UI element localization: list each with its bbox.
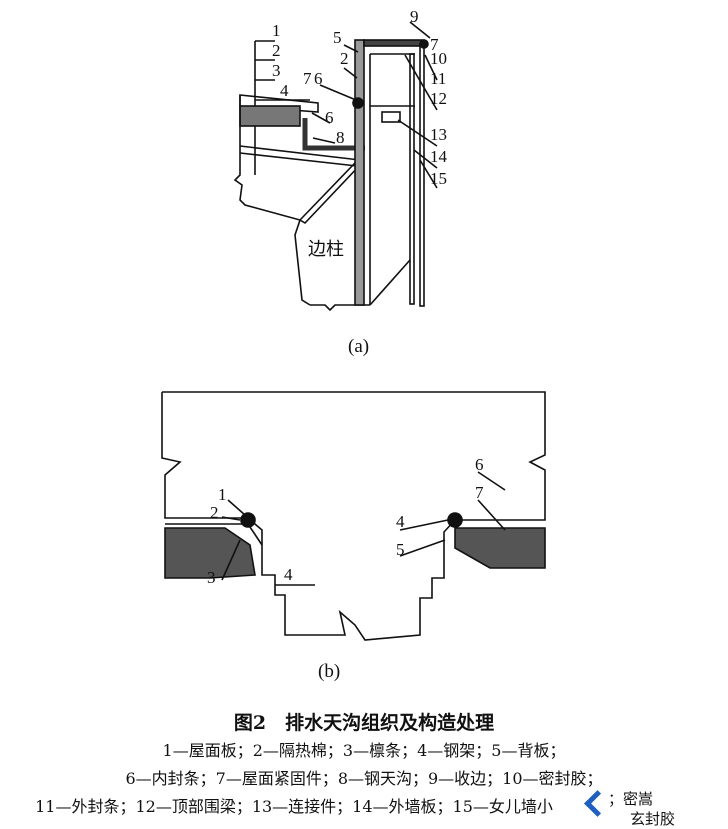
callout-a-15: 15 (430, 169, 447, 188)
callout-a-6-top: 6 (314, 69, 323, 88)
callout-a-9: 9 (410, 7, 419, 26)
figure-a-callouts: 1 2 3 4 7 6 5 2 6 8 9 7 10 11 12 13 14 1… (272, 7, 448, 357)
callout-a-11: 11 (430, 69, 446, 88)
callout-a-2-right: 2 (340, 49, 349, 68)
callout-a-6: 6 (325, 108, 334, 127)
legend-line-1: 1—屋面板；2—隔热棉；3—檩条；4—钢架；5—背板； (162, 741, 566, 760)
callout-b-1: 1 (218, 485, 227, 504)
figure-caption-title: 图2 排水天沟组织及构造处理 (233, 712, 495, 734)
panel-label-b: (b) (318, 661, 340, 682)
callout-a-7: 7 (303, 69, 312, 88)
callout-a-8: 8 (336, 128, 345, 147)
callout-a-3: 3 (272, 61, 281, 80)
callout-b-4-left: 4 (284, 565, 293, 584)
callout-b-6: 6 (475, 455, 484, 474)
callout-b-2: 2 (210, 503, 219, 522)
overlay-tooltip: ；密嵩 玄封胶 (584, 788, 728, 828)
figure-b (161, 391, 546, 641)
callout-a-13: 13 (430, 125, 447, 144)
callout-a-7-right: 7 (430, 35, 439, 54)
overlay-text-1: ；密嵩 (608, 790, 654, 808)
overlay-text-2: 玄封胶 (630, 810, 676, 828)
callout-a-10: 10 (430, 49, 447, 68)
callout-b-5: 5 (396, 540, 405, 559)
callout-b-7: 7 (475, 483, 484, 502)
callout-a-4: 4 (280, 81, 289, 100)
figure-a (233, 21, 438, 312)
figure-b-callouts: 1 2 3 4 4 5 6 7 (b) (207, 455, 484, 682)
chevron-left-icon[interactable] (584, 790, 611, 817)
callout-b-4-right: 4 (396, 512, 405, 531)
column-label: 边柱 (308, 239, 344, 260)
legend-line-2: 6—内封条；7—屋面紧固件；8—钢天沟；9—收边；10—密封胶； (125, 769, 603, 788)
callout-a-14: 14 (430, 147, 448, 166)
callout-a-5: 5 (333, 28, 342, 47)
legend-line-3: 11—外封条；12—顶部围梁；13—连接件；14—外墙板；15—女儿墙小 (35, 797, 553, 816)
callout-a-2: 2 (272, 41, 281, 60)
panel-label-a: (a) (348, 336, 369, 357)
callout-a-1: 1 (272, 21, 281, 40)
callout-a-12: 12 (430, 89, 447, 108)
callout-b-3: 3 (207, 568, 216, 587)
